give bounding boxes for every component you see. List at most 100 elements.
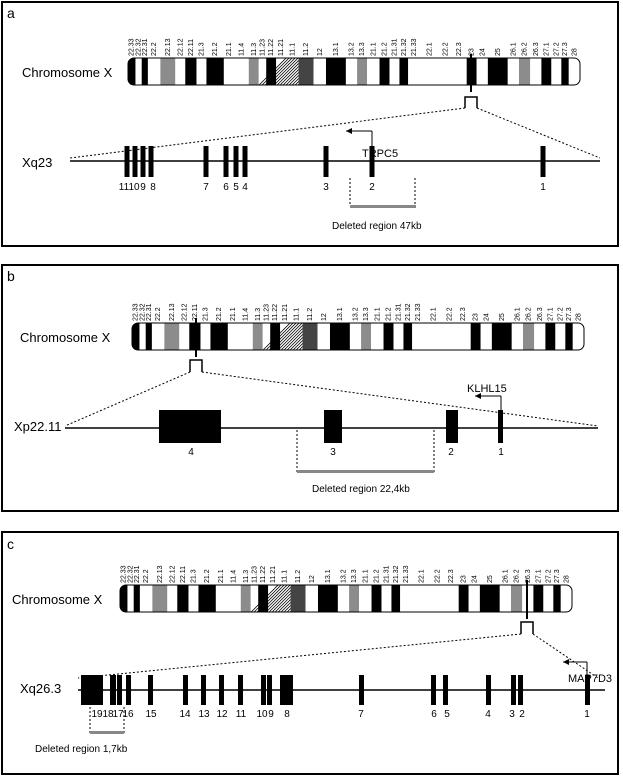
centromere-hatch — [268, 323, 297, 350]
band-label: 11.3 — [255, 308, 262, 321]
chromosome-band — [443, 323, 456, 350]
centromere-hatch — [264, 58, 293, 85]
band-label: 22.31 — [142, 38, 149, 56]
chromosome-band — [189, 323, 201, 350]
exon-number: 9 — [140, 182, 146, 193]
band-label: 11.23 — [259, 39, 266, 56]
centromere-hatch — [270, 58, 299, 85]
chromosome-band — [250, 585, 259, 612]
exon-number: 2 — [519, 709, 525, 720]
band-label: 21.32 — [405, 303, 412, 321]
chromosome-band — [349, 585, 360, 612]
band-label: 22.12 — [169, 565, 176, 583]
exon — [540, 146, 546, 177]
band-label: 25 — [495, 48, 502, 56]
exon-number: 9 — [268, 709, 274, 720]
chromosome-band — [317, 585, 338, 612]
band-label: 21.1 — [374, 307, 381, 321]
band-label: 21.1 — [370, 42, 377, 56]
exon-number: 6 — [431, 709, 437, 720]
band-label: 27.3 — [566, 307, 573, 321]
chromosome-band — [132, 323, 140, 350]
exon-number: 6 — [223, 182, 229, 193]
band-label: 21.2 — [386, 307, 393, 321]
exon — [446, 410, 458, 443]
chromosome-band — [545, 323, 556, 350]
band-label: 21.3 — [198, 42, 205, 56]
band-label: 22.33 — [129, 38, 136, 56]
band-label: 22.13 — [165, 38, 172, 56]
exon — [132, 146, 138, 177]
band-label: 11.21 — [278, 39, 285, 56]
exon — [148, 146, 154, 177]
band-label: 24 — [471, 575, 478, 583]
exon — [124, 146, 130, 177]
deletion-bar — [350, 205, 416, 208]
chromosome-band — [443, 585, 459, 612]
band-label: 11.1 — [289, 43, 296, 56]
exon — [518, 675, 523, 705]
centromere-hatch — [262, 585, 291, 612]
band-label: 21.1 — [230, 307, 237, 321]
exon — [233, 146, 239, 177]
chromosome-band — [555, 323, 566, 350]
exon-number: 19 — [91, 709, 103, 720]
chromosome-band — [458, 585, 469, 612]
centromere-hatch — [273, 58, 302, 85]
band-label: 23 — [469, 48, 476, 56]
band-label: 21.2 — [382, 42, 389, 56]
exon-number: 16 — [122, 709, 134, 720]
exon-number: 15 — [145, 709, 157, 720]
panel-letter: a — [7, 5, 15, 21]
chromosome-band — [270, 323, 281, 350]
centromere-hatch — [262, 323, 291, 350]
chromosome-band — [400, 585, 412, 612]
chromosome-band — [499, 585, 511, 612]
exon-number: 1 — [584, 709, 590, 720]
centromere-hatch — [259, 585, 288, 612]
zoom-dotted — [532, 633, 599, 679]
band-label: 13.3 — [351, 569, 358, 583]
band-label: 28 — [575, 313, 582, 321]
exon — [242, 146, 248, 177]
chromosome-band — [345, 58, 358, 85]
chromosome-band — [128, 58, 136, 85]
band-label: 11.4 — [230, 570, 237, 583]
band-label: 21.1 — [218, 569, 225, 583]
chromosome-band — [381, 585, 392, 612]
chromosome-band — [391, 585, 401, 612]
locus-label: Xq23 — [22, 155, 52, 170]
panel-frame — [1, 264, 619, 512]
band-label: 11.4 — [238, 43, 245, 56]
locus-label: Xp22.11 — [14, 419, 61, 434]
chromosome-band — [510, 585, 523, 612]
chromosome-band — [553, 585, 561, 612]
band-label: 25 — [499, 313, 506, 321]
exon — [443, 675, 448, 705]
arrow-head — [346, 128, 352, 134]
band-label: 21.31 — [383, 565, 390, 583]
centromere-hatch — [258, 58, 287, 85]
chromosome-band — [507, 58, 519, 85]
band-label: 27.1 — [543, 42, 550, 56]
band-label: 22.3 — [460, 307, 467, 321]
deletion-bar — [297, 470, 434, 473]
chromosome-band — [240, 585, 251, 612]
chromosome-band — [120, 585, 128, 612]
band-label: 11.22 — [268, 39, 275, 56]
chromosome-outline — [127, 57, 581, 86]
chromosome-band — [337, 585, 350, 612]
chromosome-band — [167, 585, 178, 612]
chromosome-band — [252, 323, 263, 350]
chromosome-band — [419, 58, 440, 85]
band-label: 11.22 — [260, 566, 267, 583]
chromosome-label: Chromosome X — [20, 330, 111, 345]
exon — [267, 675, 272, 705]
band-label: 22.13 — [157, 565, 164, 583]
exon-number: 11 — [119, 182, 130, 193]
exon — [117, 675, 122, 705]
chromosome-band — [522, 323, 535, 350]
exon-number: 3 — [509, 709, 515, 720]
